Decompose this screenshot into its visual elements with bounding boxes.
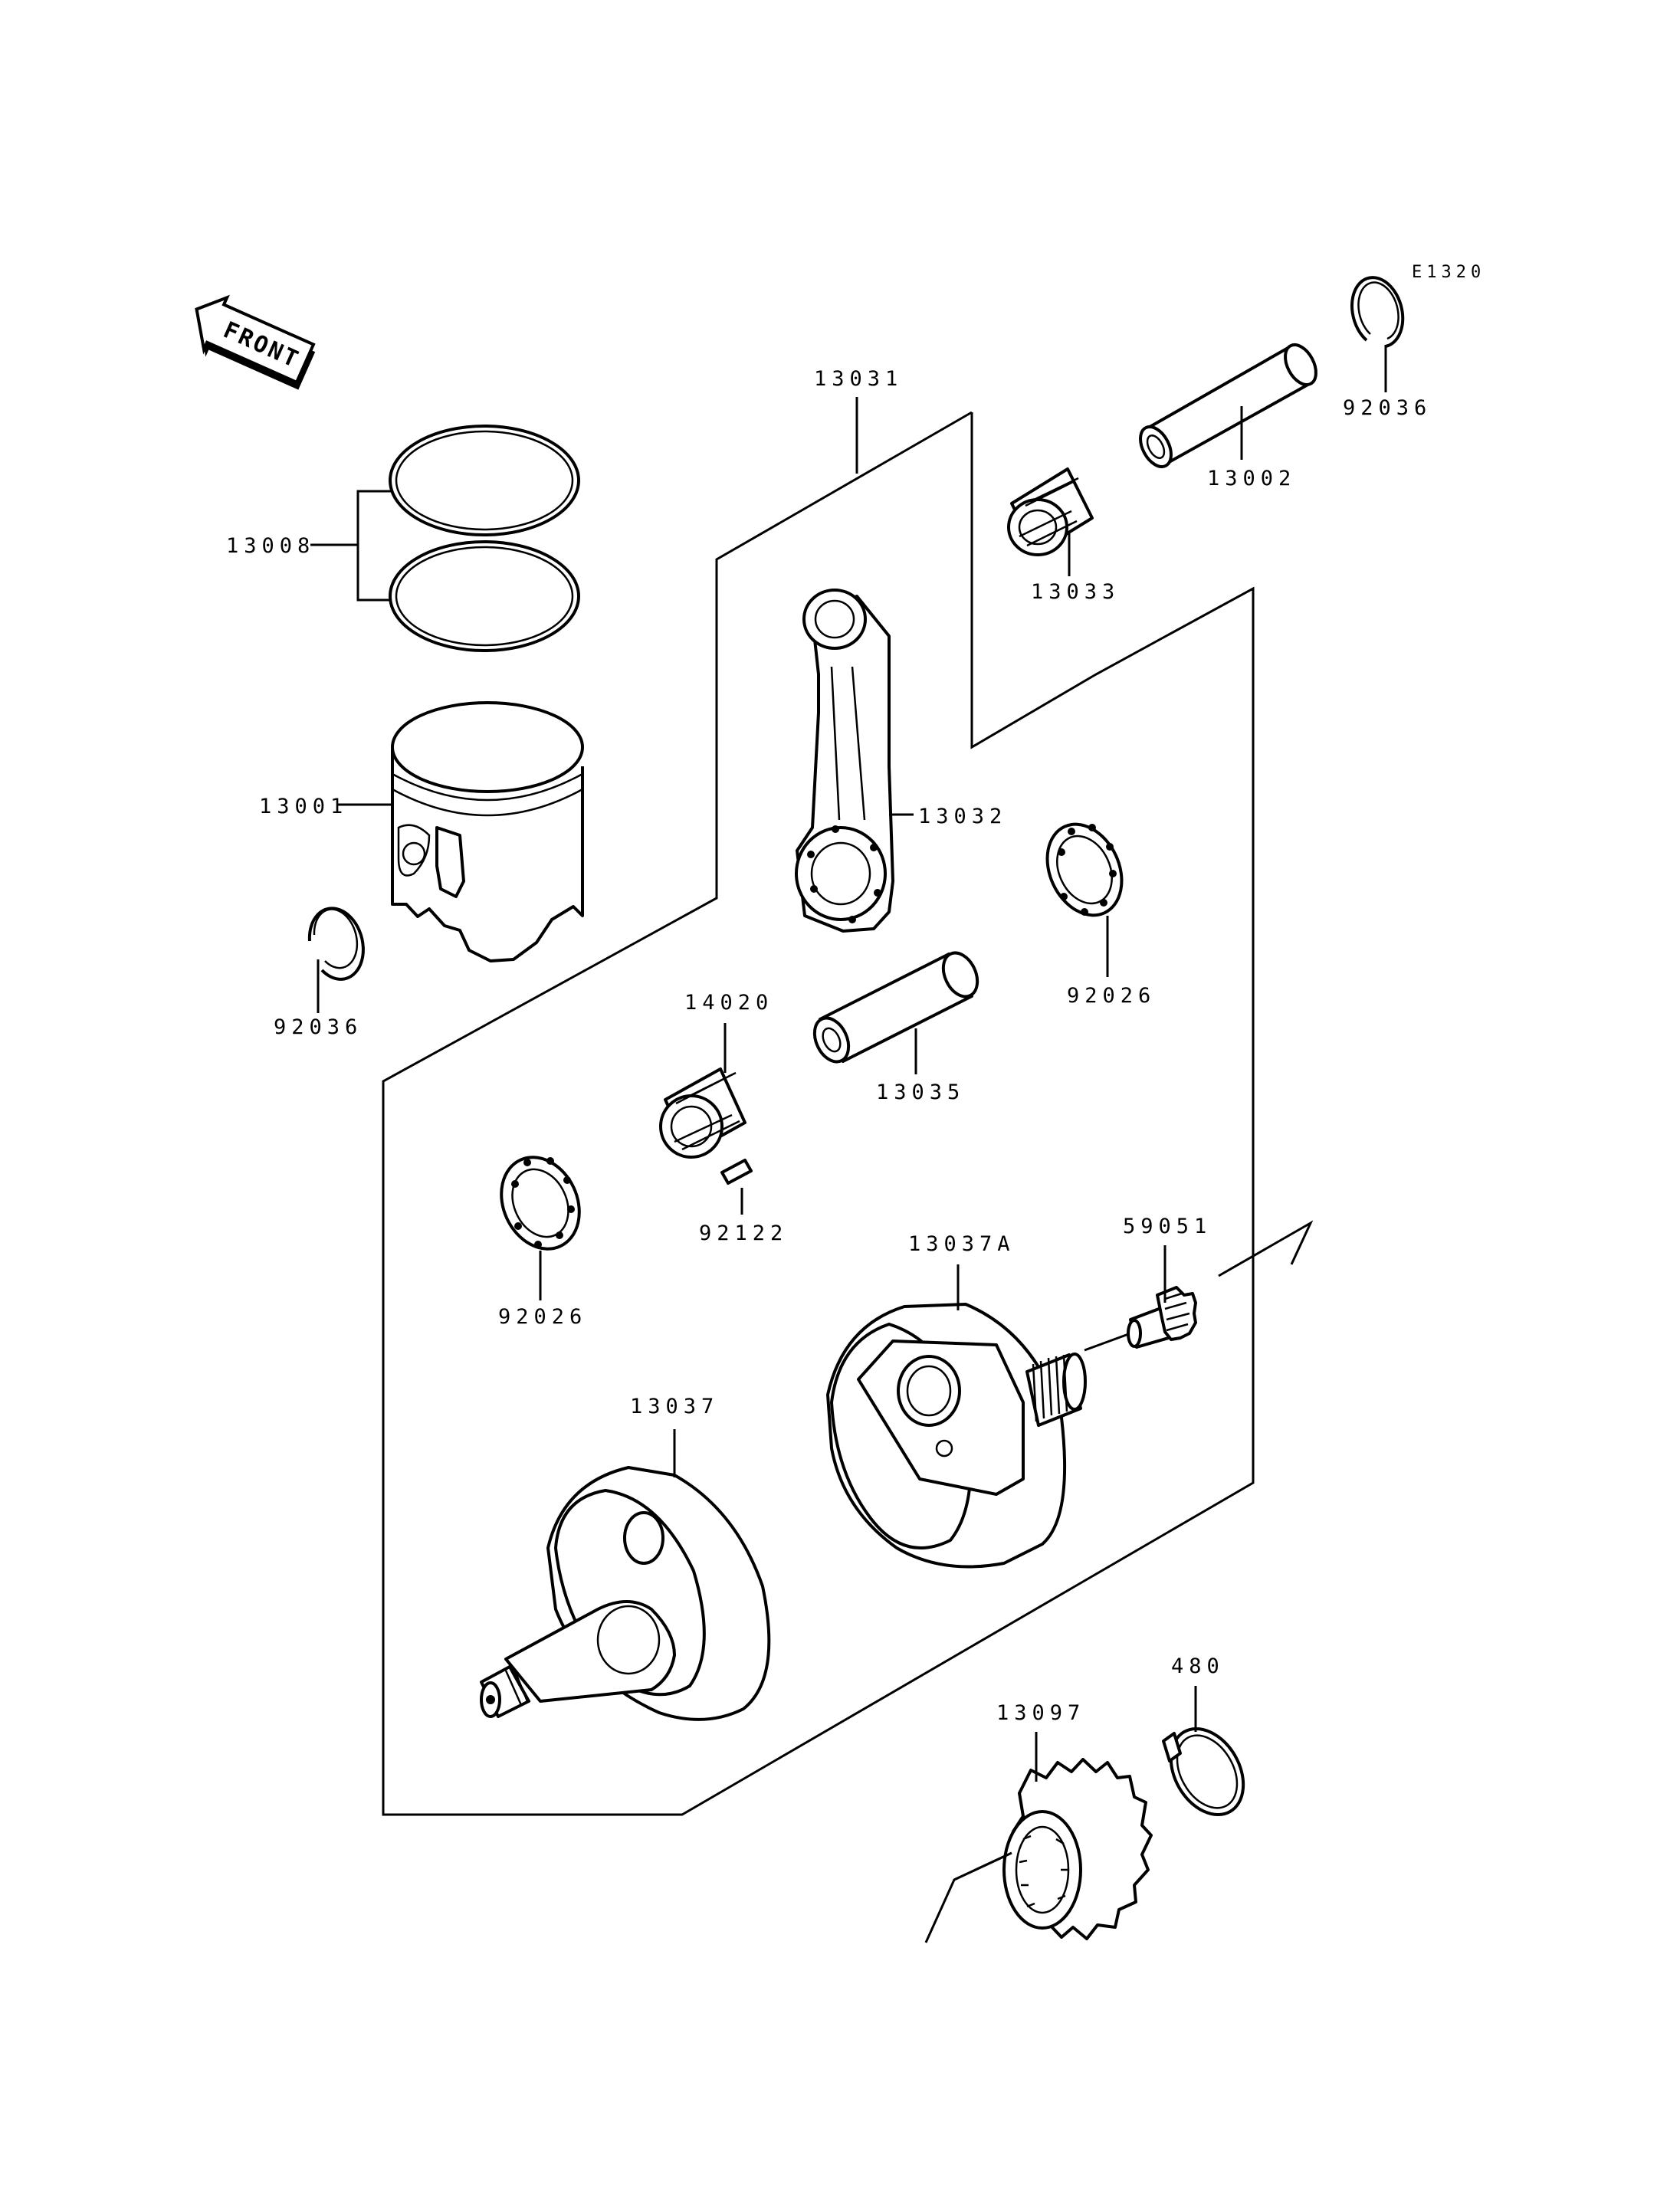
part-label-92036-top: 92036 — [1343, 396, 1432, 420]
part-label-13032: 13032 — [918, 805, 1007, 828]
piston-ring-upper — [389, 425, 580, 536]
primary-gear — [1002, 1758, 1153, 1940]
part-label-13033: 13033 — [1031, 580, 1120, 604]
part-label-14020: 14020 — [684, 991, 773, 1015]
circlip-top — [1350, 276, 1405, 348]
crank-assembly-outline — [382, 411, 1255, 1816]
front-arrow-icon: FRONT — [195, 294, 316, 390]
part-label-92122: 92122 — [699, 1221, 788, 1245]
crankshaft-left-half — [480, 1466, 771, 1721]
pump-drive-gear — [1127, 1286, 1197, 1349]
needle-bearing-small-end — [1007, 467, 1094, 556]
snap-ring — [1162, 1726, 1245, 1817]
needle-bearing-big-end — [659, 1067, 746, 1159]
part-label-480: 480 — [1171, 1654, 1225, 1678]
part-label-13037: 13037 — [630, 1395, 719, 1418]
piston-ring-lower — [389, 540, 580, 652]
thrust-washer-left — [500, 1156, 581, 1251]
part-label-13035: 13035 — [876, 1080, 965, 1104]
part-label-92026-right: 92026 — [1067, 984, 1156, 1008]
part-label-13037A: 13037A — [908, 1232, 1016, 1256]
diagram-code: E1320 — [1412, 263, 1485, 282]
connecting-rod — [795, 589, 894, 933]
thrust-washer-right — [1045, 822, 1124, 917]
break-line-lower — [924, 1851, 1012, 1943]
part-label-59051: 59051 — [1123, 1215, 1212, 1238]
dowel-pin — [720, 1159, 753, 1185]
part-label-13097: 13097 — [996, 1701, 1085, 1725]
part-label-13008: 13008 — [226, 534, 315, 558]
part-label-92036-left: 92036 — [274, 1015, 363, 1039]
break-line-upper — [1218, 1220, 1314, 1277]
crank-pin — [812, 951, 979, 1064]
part-label-92026-left: 92026 — [498, 1305, 587, 1329]
part-label-13002: 13002 — [1207, 467, 1296, 490]
circlip-left — [307, 907, 365, 981]
part-label-13001: 13001 — [259, 795, 348, 818]
part-label-13031: 13031 — [814, 367, 903, 391]
crankshaft-right-half — [826, 1303, 1087, 1569]
piston — [391, 701, 584, 962]
piston-pin — [1139, 343, 1317, 468]
